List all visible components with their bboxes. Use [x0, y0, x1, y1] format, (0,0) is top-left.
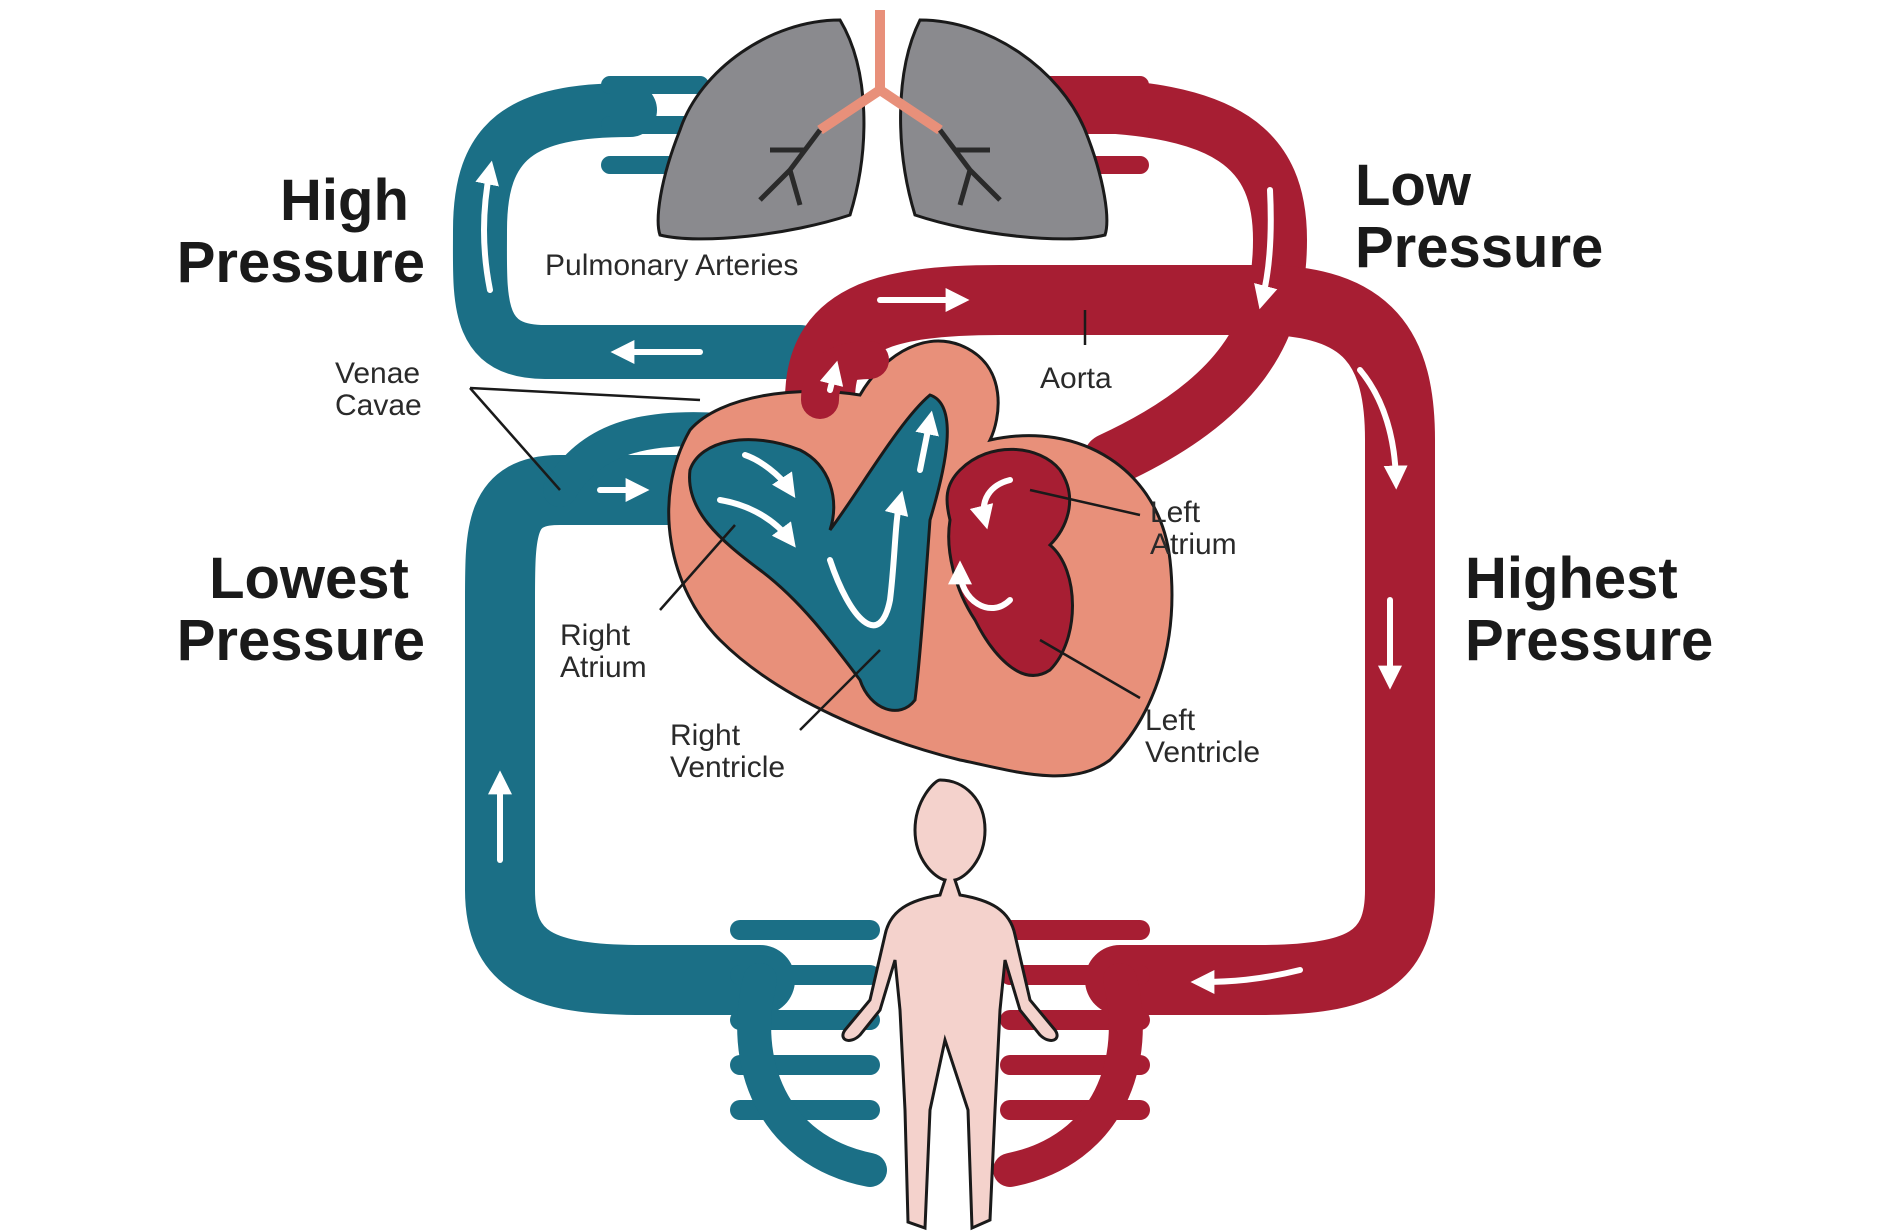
aorta-label: Aorta: [1040, 362, 1112, 395]
low-pressure-label: Low Pressure: [1355, 153, 1603, 280]
high-pressure-label: High Pressure: [177, 168, 425, 295]
highest-pressure-label: Highest Pressure: [1465, 546, 1713, 673]
pulmonary-arteries-label: Pulmonary Arteries: [545, 249, 798, 282]
right-ventricle-label: Right Ventricle: [670, 719, 785, 784]
lungs-icon: [658, 10, 1107, 239]
left-atrium-label: Left Atrium: [1150, 496, 1237, 561]
heart-icon: [669, 341, 1172, 776]
lowest-pressure-label: Lowest Pressure: [177, 546, 425, 673]
right-atrium-label: Right Atrium: [560, 619, 647, 684]
venae-cavae-label: Venae Cavae: [335, 357, 428, 422]
left-ventricle-label: Left Ventricle: [1145, 704, 1260, 769]
